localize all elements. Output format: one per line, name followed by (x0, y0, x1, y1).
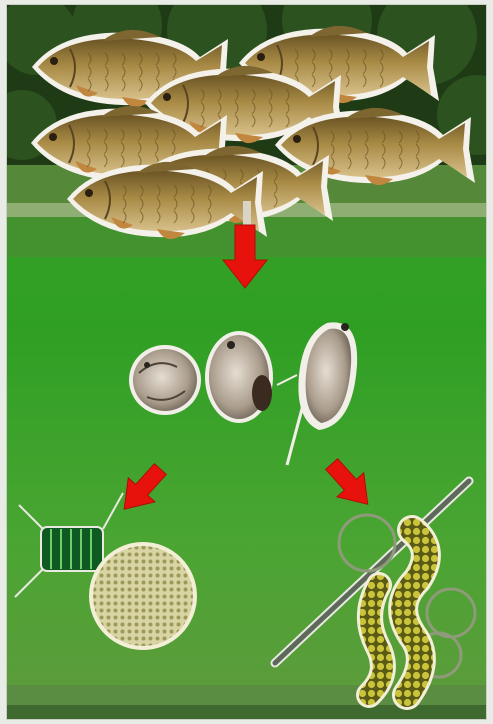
green-algae-icon (89, 542, 197, 650)
fish-pointer-stem (243, 201, 251, 225)
zooplankton-icon (205, 331, 273, 423)
food-web-illustration (7, 5, 487, 720)
food-web-figure (6, 4, 487, 720)
zooplankton-icon (129, 345, 201, 415)
